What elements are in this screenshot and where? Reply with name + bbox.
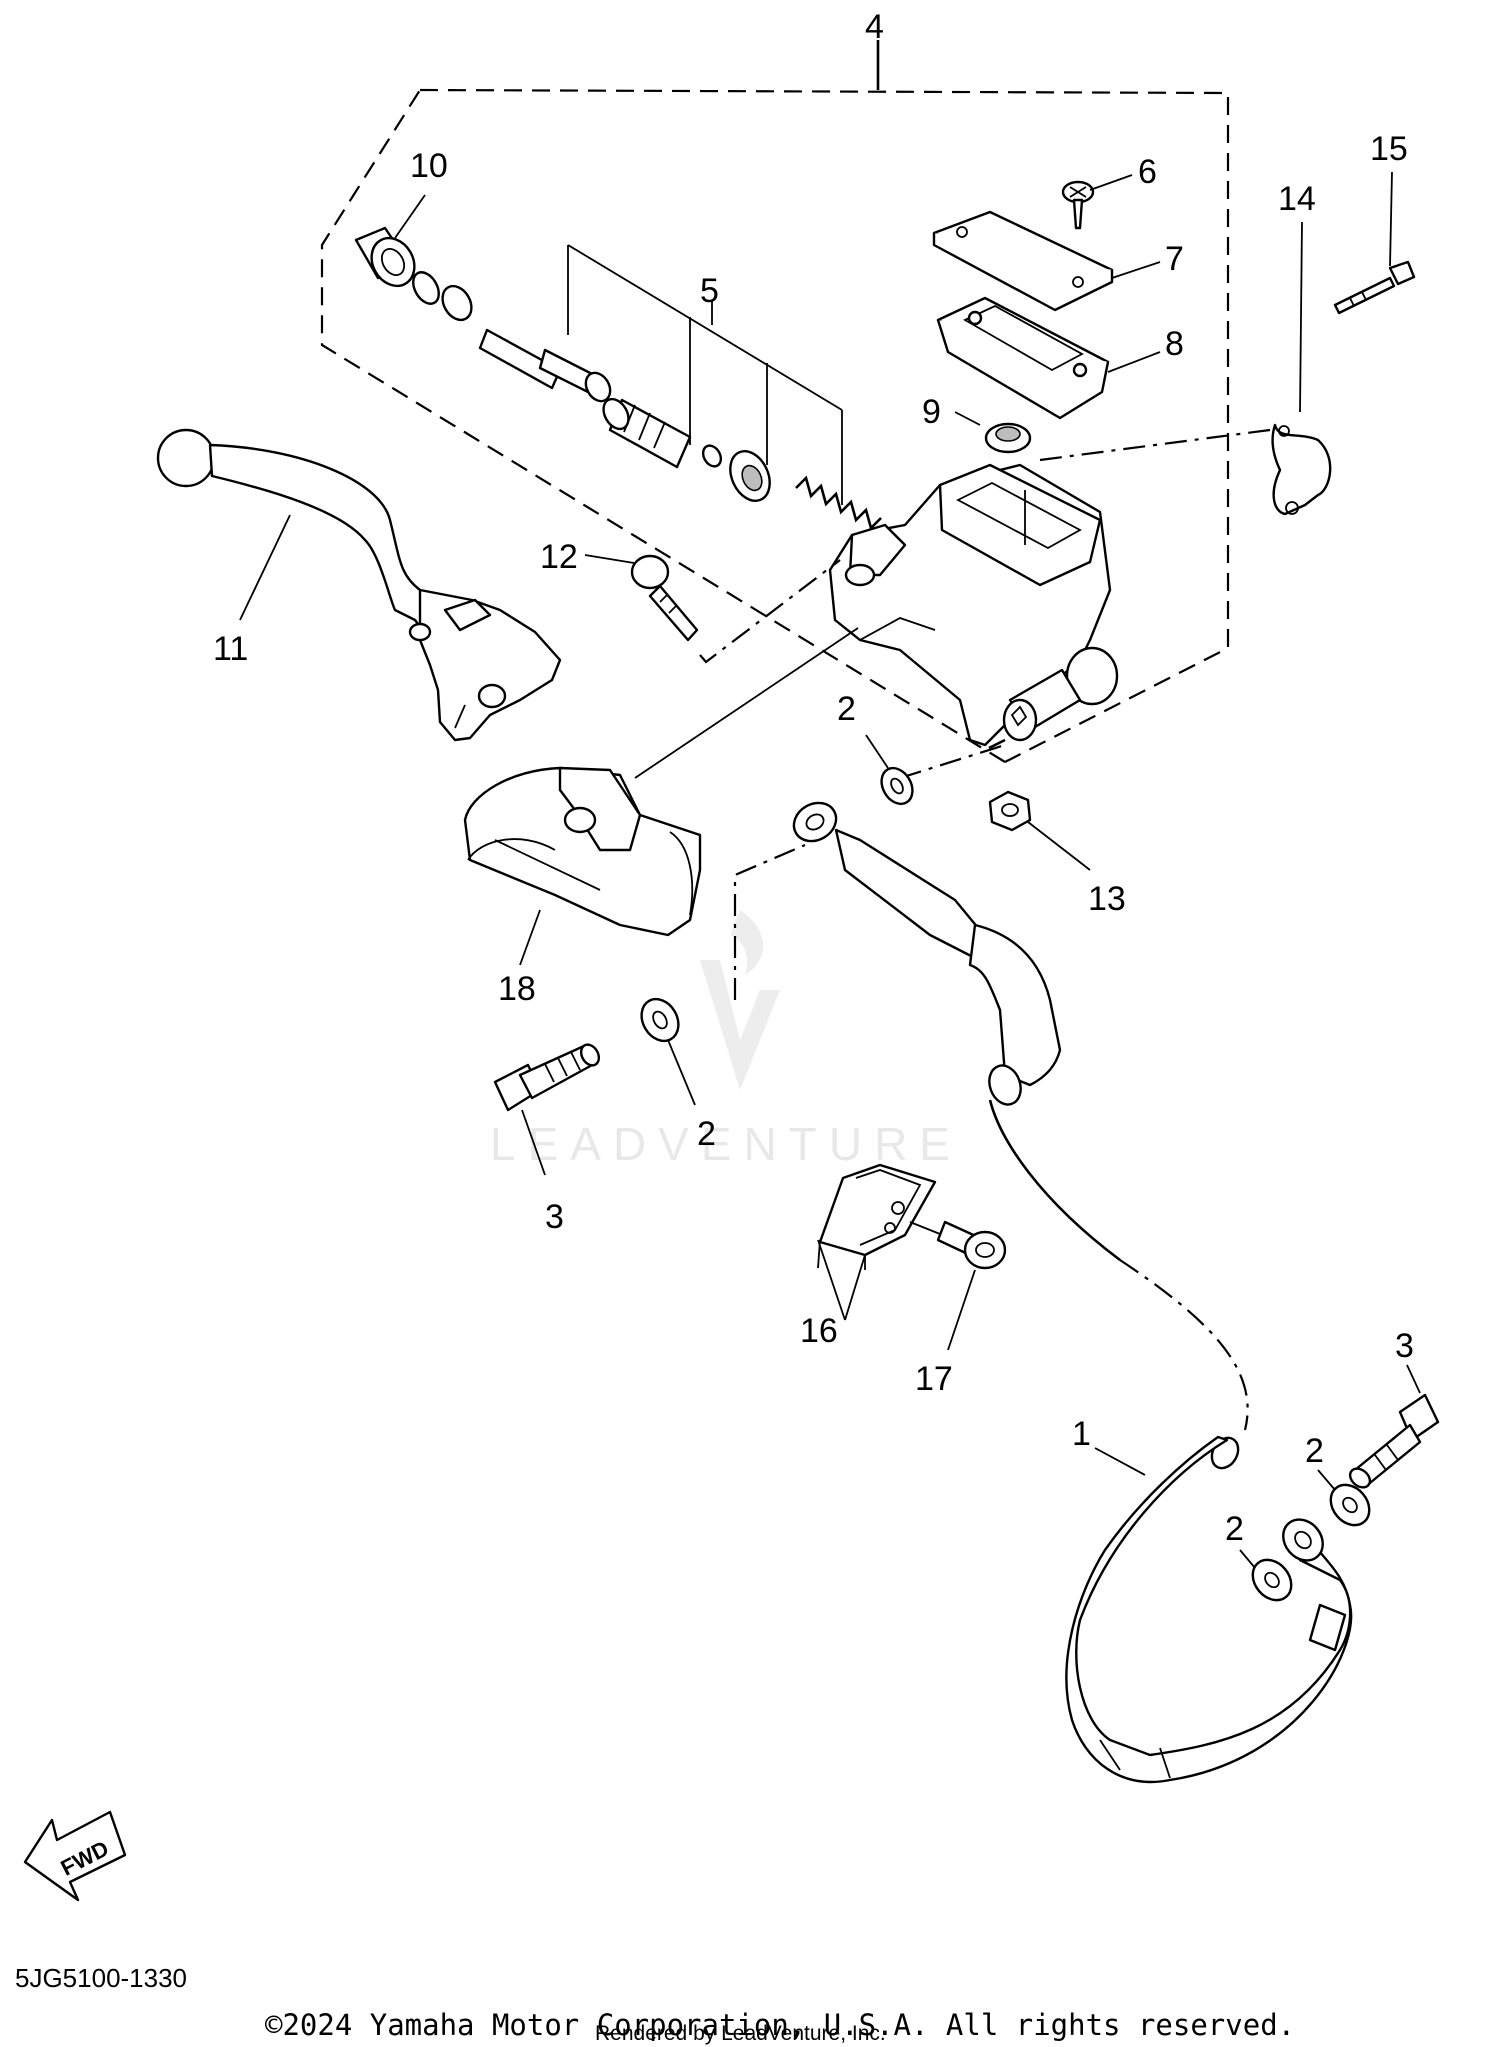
callout-1: 1 — [1072, 1415, 1091, 1453]
copyright-notice: ©2024 Yamaha Motor Corporation, U.S.A. A… — [265, 2008, 1295, 2042]
callout-2c: 2 — [1305, 1432, 1324, 1470]
callout-4: 4 — [865, 8, 884, 46]
part-3-banjo-bolt-left — [493, 1043, 601, 1176]
piston-rod — [478, 328, 612, 403]
cup-seal — [729, 450, 771, 502]
callout-18: 18 — [498, 970, 536, 1008]
part-1-hose — [792, 801, 1353, 1784]
master-cylinder-body — [828, 463, 1119, 750]
part-8-diaphragm — [936, 296, 1161, 420]
forward-arrow-icon: FWD — [23, 1810, 127, 1902]
callout-12: 12 — [540, 538, 578, 576]
leader-5 — [567, 244, 843, 505]
washer-2b — [640, 997, 696, 1106]
part-9-float — [954, 411, 1032, 454]
circlip — [412, 271, 440, 305]
part-6-screw — [1061, 174, 1133, 230]
washer-2c — [1317, 1469, 1371, 1527]
part-16-hose-clamp — [817, 1163, 956, 1321]
rendered-by-credit: Rendered by LeadVenture, Inc. — [595, 2022, 886, 2045]
callout-13: 13 — [1088, 880, 1126, 918]
part-13-nut — [988, 790, 1091, 871]
leadventure-watermark: LEADVENTURE — [490, 910, 962, 1170]
callout-17: 17 — [915, 1360, 953, 1398]
leader-18-to-body — [634, 627, 859, 779]
callout-2a: 2 — [837, 690, 856, 728]
callout-9: 9 — [922, 393, 941, 431]
master-cylinder-assembly-boundary — [320, 88, 1230, 763]
callout-14: 14 — [1278, 180, 1316, 218]
part-3-banjo-bolt-right — [1348, 1364, 1440, 1489]
callout-10: 10 — [410, 147, 448, 185]
callout-3b: 3 — [1395, 1327, 1414, 1365]
diagram-code: 5JG5100-1330 — [15, 1963, 187, 1993]
watermark-text: LEADVENTURE — [490, 1118, 962, 1170]
part-7-cap — [932, 210, 1161, 312]
callout-7: 7 — [1165, 240, 1184, 278]
part-17-bolt — [936, 1220, 1007, 1351]
callout-3a: 3 — [545, 1198, 564, 1236]
part-11-lever — [156, 428, 562, 742]
washer — [441, 284, 473, 322]
clamp-line — [1039, 428, 1271, 462]
part-14-clamp — [1271, 221, 1332, 516]
callout-6: 6 — [1138, 153, 1157, 191]
callout-16: 16 — [800, 1312, 838, 1350]
piston — [602, 397, 723, 469]
callout-11: 11 — [213, 630, 248, 668]
spring — [795, 475, 882, 531]
banjo-line — [899, 743, 1006, 780]
part-10-boot — [354, 194, 426, 288]
callout-15: 15 — [1370, 130, 1408, 168]
callout-2b: 2 — [697, 1115, 716, 1153]
hose-mount-line — [733, 843, 806, 1000]
callout-5: 5 — [700, 272, 719, 310]
part-18-cover — [463, 766, 702, 966]
callout-8: 8 — [1165, 325, 1184, 363]
part-12-pivot-bolt — [584, 554, 841, 664]
washer-2d — [1239, 1549, 1293, 1602]
callout-2d: 2 — [1225, 1510, 1244, 1548]
washer-2a — [865, 734, 914, 806]
part-15-bolt — [1333, 171, 1416, 315]
